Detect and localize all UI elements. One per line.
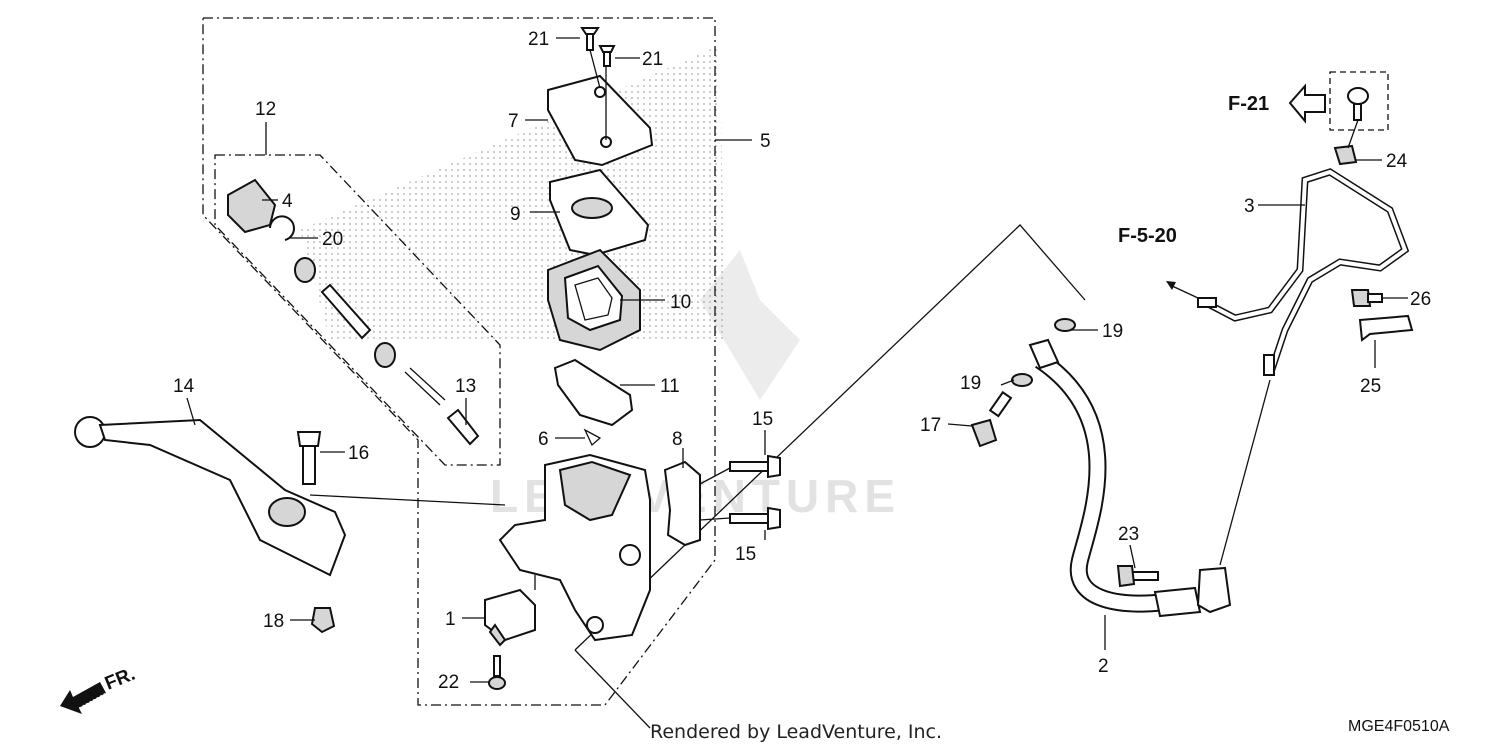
pivot-bolt	[296, 431, 322, 485]
callout-19: 19	[960, 373, 981, 394]
diagram-code: MGE4F0510A	[1348, 718, 1450, 735]
banjo-bolt	[970, 390, 1013, 448]
hose-group-line-2	[574, 649, 651, 729]
ref-screw	[1347, 87, 1369, 121]
callout-15: 15	[735, 544, 756, 565]
callout-15: 15	[752, 409, 773, 430]
callout-23: 23	[1118, 524, 1139, 545]
pipe-clip	[1333, 144, 1358, 166]
svg-text:F-21: F-21	[1228, 93, 1269, 115]
callouts: 21 21 7 5 9 10 11 6 8 15 15 12 4 20 13 1…	[173, 29, 1431, 693]
front-direction-arrow: FR.	[60, 664, 138, 714]
front-label: FR.	[102, 664, 138, 695]
callout-17: 17	[920, 415, 941, 436]
clip	[583, 428, 602, 447]
master-cylinder	[498, 453, 651, 642]
callout-18: 18	[263, 611, 284, 632]
hose-bolt	[1116, 565, 1159, 588]
callout-9: 9	[510, 204, 521, 225]
callout-21: 21	[528, 29, 549, 50]
cap-screws	[580, 27, 616, 67]
sealing-washer	[1054, 318, 1076, 332]
callout-22: 22	[438, 672, 459, 693]
hose-group-line	[574, 224, 1086, 651]
assembly-12-outline	[214, 154, 501, 466]
assembly-5-outline	[202, 17, 716, 706]
callout-5: 5	[760, 131, 771, 152]
callout-14: 14	[173, 376, 195, 397]
callout-7: 7	[508, 111, 519, 132]
diaphragm-plate	[549, 168, 650, 257]
callout-11: 11	[660, 376, 680, 397]
ref-box	[1329, 71, 1389, 131]
svg-text:F-5-20: F-5-20	[1118, 225, 1177, 247]
rendered-by-text: Rendered by LeadVenture, Inc.	[650, 721, 942, 743]
pipe-bracket	[1358, 314, 1414, 342]
float-plate	[553, 358, 634, 427]
pivot-leader	[309, 494, 506, 506]
sealing-washer	[1011, 373, 1033, 387]
callout-12: 12	[255, 99, 276, 120]
ref-f520: F-5-20	[1118, 225, 1199, 299]
brake-lever	[74, 416, 347, 577]
diaphragm	[547, 248, 641, 352]
holder-clamp	[663, 460, 701, 547]
callout-3: 3	[1244, 196, 1255, 217]
callout-16: 16	[348, 443, 369, 464]
callout-6: 6	[538, 429, 549, 450]
callout-10: 10	[670, 292, 691, 313]
leader-lines	[186, 37, 1408, 683]
callout-4: 4	[282, 191, 293, 212]
callout-21: 21	[642, 49, 663, 70]
callout-2: 2	[1098, 656, 1109, 677]
callout-1: 1	[445, 609, 456, 630]
stop-switch	[484, 588, 536, 647]
piston-kit	[227, 178, 480, 446]
holder-bolts	[729, 454, 781, 531]
brake-hose	[1028, 338, 1232, 618]
bracket-bolt	[1350, 289, 1383, 307]
callout-19: 19	[1102, 321, 1123, 342]
shading-area	[300, 45, 725, 340]
switch-screw	[488, 655, 506, 690]
callout-25: 25	[1360, 376, 1381, 397]
pivot-nut	[310, 607, 336, 634]
callout-24: 24	[1386, 151, 1408, 172]
callout-26: 26	[1410, 289, 1431, 310]
ref-f21: F-21	[1228, 83, 1326, 124]
callout-13: 13	[455, 376, 476, 397]
callout-20: 20	[322, 229, 343, 250]
callout-8: 8	[672, 429, 683, 450]
brake-pipe	[1197, 168, 1410, 377]
